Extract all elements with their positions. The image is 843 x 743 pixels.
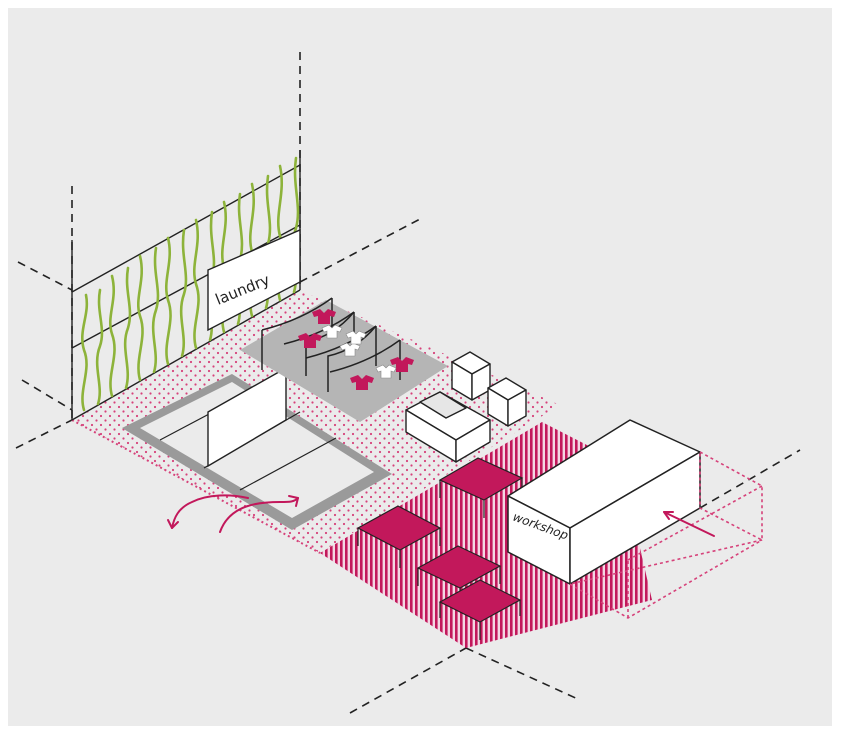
laundry-sign: laundry [207,228,301,332]
bin-icon [487,377,527,427]
t-shirt-icon [375,364,397,379]
workshop-container: workshop [507,419,701,585]
table [356,505,442,568]
extension-outline [567,450,763,619]
t-shirt-icon [298,333,322,348]
t-shirts-magenta [298,309,414,390]
arrows [167,494,715,537]
t-shirt-icon [312,309,336,324]
bins [451,351,527,427]
floor-edge [71,419,321,554]
t-shirts-white [321,324,397,379]
table [438,457,524,518]
dotted-floor [72,290,560,553]
arrow-icon [219,495,299,533]
table [438,579,522,640]
arrow-icon [663,511,715,537]
t-shirt-icon [321,324,343,339]
workshop-tables [356,457,524,640]
bin-icon [451,351,491,401]
drying-area [240,297,448,422]
basin [122,366,392,530]
washing-machine-icon [405,391,491,463]
arrow-icon [167,494,249,529]
t-shirt-icon [339,342,361,357]
t-shirt-icon [350,375,374,390]
t-shirt-icon [345,330,367,345]
